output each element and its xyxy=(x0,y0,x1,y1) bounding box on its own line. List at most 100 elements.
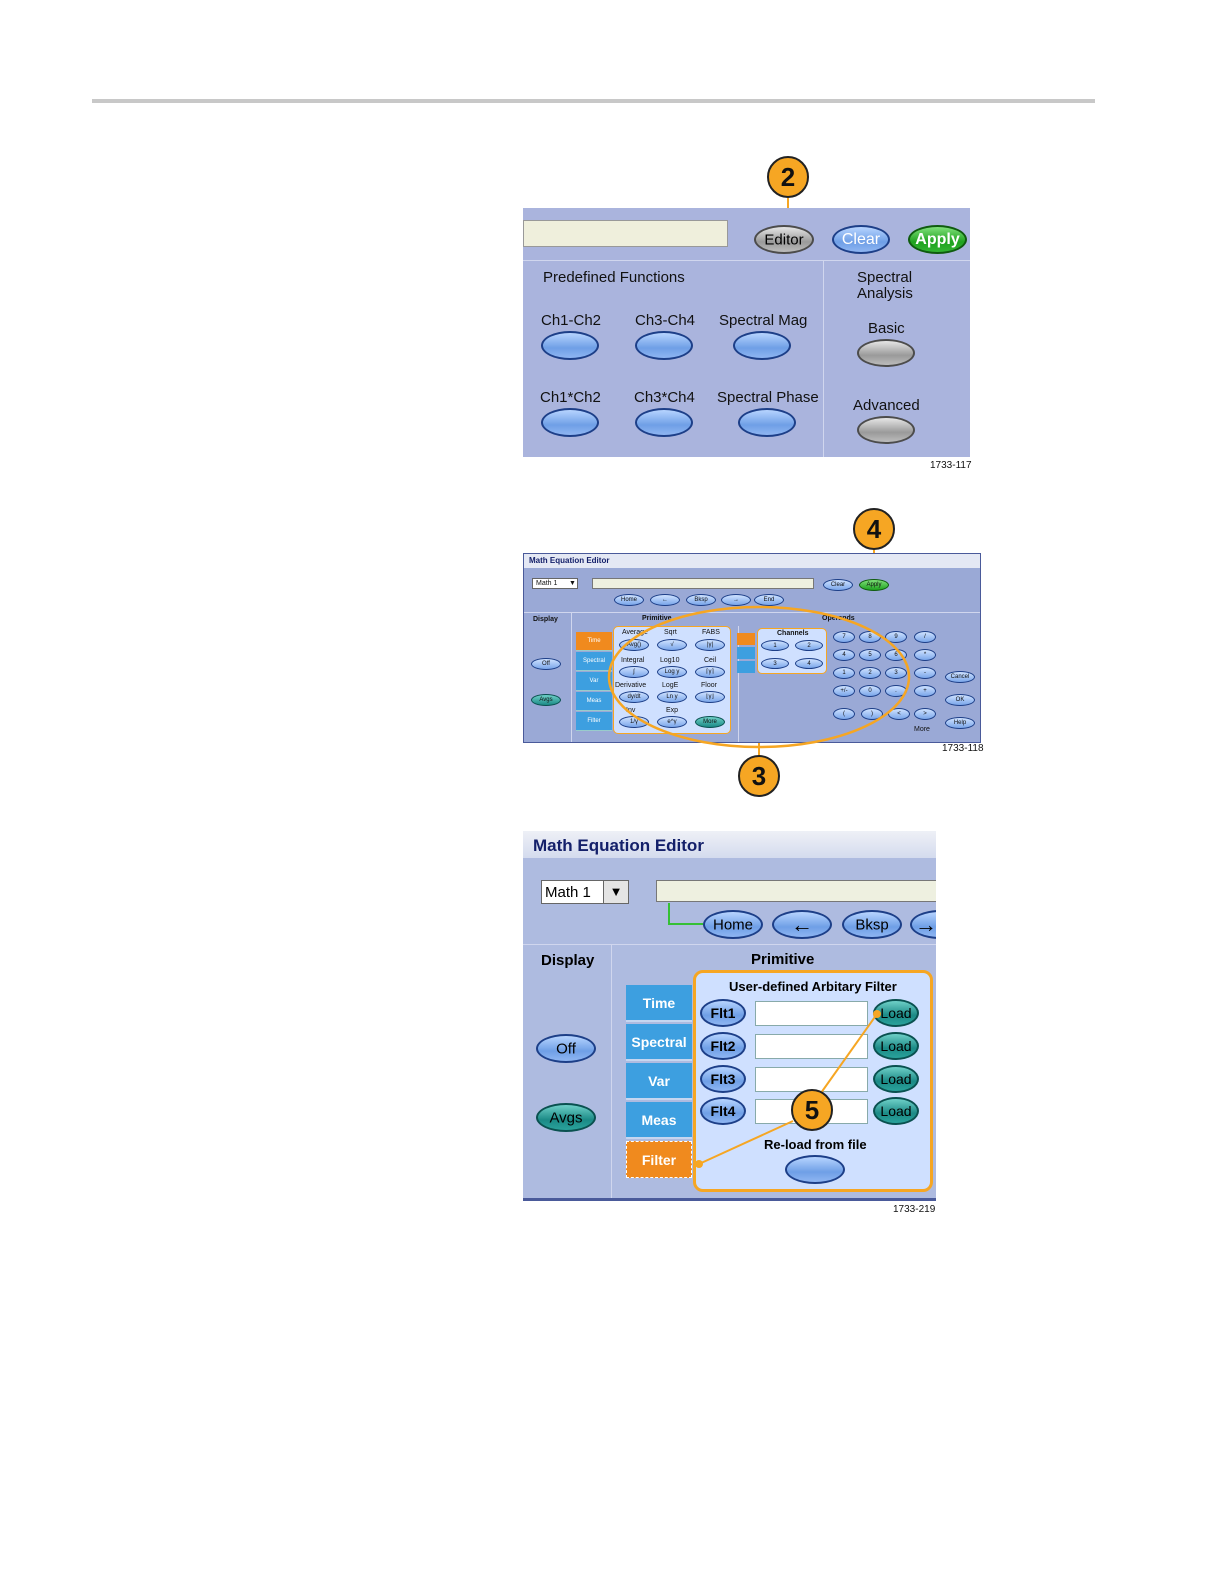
key-close-paren[interactable]: ) xyxy=(861,708,883,720)
bksp-button[interactable]: Bksp xyxy=(842,910,902,939)
key-3[interactable]: 3 xyxy=(885,667,907,679)
func-label-log10: Log10 xyxy=(660,657,680,664)
tab-meas[interactable]: Meas xyxy=(576,692,612,711)
math-select[interactable]: Math 1 ▼ xyxy=(541,880,629,904)
tab-spectral[interactable]: Spectral xyxy=(626,1024,692,1061)
tab-var[interactable]: Var xyxy=(576,672,612,691)
tab-time[interactable]: Time xyxy=(626,985,692,1022)
clear-button[interactable]: Clear xyxy=(823,579,853,591)
channel-3-button[interactable]: 3 xyxy=(761,658,789,669)
tab-filter[interactable]: Filter xyxy=(576,712,612,731)
reload-label: Re-load from file xyxy=(764,1137,867,1152)
more-button[interactable]: More xyxy=(695,716,725,728)
avgs-button[interactable]: Avgs xyxy=(536,1103,596,1132)
ch1-minus-ch2-button[interactable] xyxy=(541,331,599,360)
right-arrow-button[interactable]: → xyxy=(910,910,936,939)
fabs-button[interactable]: |γ| xyxy=(695,639,725,651)
key-plus[interactable]: + xyxy=(914,685,936,697)
key-2[interactable]: 2 xyxy=(859,667,881,679)
operand-tab-ref[interactable] xyxy=(737,661,755,673)
exp-button[interactable]: e^γ xyxy=(657,716,687,728)
flt3-button[interactable]: Flt3 xyxy=(700,1065,746,1093)
editor-button[interactable]: Editor xyxy=(754,225,814,254)
key-4[interactable]: 4 xyxy=(833,649,855,661)
apply-button[interactable]: Apply xyxy=(859,579,889,591)
ch3-minus-ch4-button[interactable] xyxy=(635,331,693,360)
avgs-button[interactable]: Avgs xyxy=(531,694,561,706)
flt3-path-field[interactable] xyxy=(755,1067,868,1092)
key-1[interactable]: 1 xyxy=(833,667,855,679)
integral-button[interactable]: ∫ xyxy=(619,666,649,678)
reload-from-file-button[interactable] xyxy=(785,1155,845,1184)
left-arrow-button[interactable]: ← xyxy=(772,910,832,939)
key-9[interactable]: 9 xyxy=(885,631,907,643)
bksp-button[interactable]: Bksp xyxy=(686,594,716,606)
help-button[interactable]: Help xyxy=(945,717,975,729)
load-flt2-button[interactable]: Load xyxy=(873,1032,919,1060)
loge-button[interactable]: Ln y xyxy=(657,691,687,703)
key-open-paren[interactable]: ( xyxy=(833,708,855,720)
key-greater-than[interactable]: > xyxy=(914,708,936,720)
flt1-button[interactable]: Flt1 xyxy=(700,999,746,1027)
clear-button[interactable]: Clear xyxy=(832,225,890,254)
home-button[interactable]: Home xyxy=(703,910,763,939)
derivative-button[interactable]: dy/dt xyxy=(619,691,649,703)
right-arrow-button[interactable]: → xyxy=(721,594,751,606)
math-select[interactable]: Math 1 ▼ xyxy=(532,578,578,589)
flt4-button[interactable]: Flt4 xyxy=(700,1097,746,1125)
floor-button[interactable]: ⌊γ⌋ xyxy=(695,691,725,703)
operand-tab-ch[interactable] xyxy=(737,633,755,645)
keypad-more-label[interactable]: More xyxy=(914,726,930,733)
key-7[interactable]: 7 xyxy=(833,631,855,643)
chevron-down-icon[interactable]: ▼ xyxy=(603,881,628,903)
channel-1-button[interactable]: 1 xyxy=(761,640,789,651)
tab-time[interactable]: Time xyxy=(576,632,612,651)
func-label-inv: Inv xyxy=(626,707,636,714)
basic-button[interactable] xyxy=(857,339,915,367)
key-multiply[interactable]: * xyxy=(914,649,936,661)
tab-spectral[interactable]: Spectral xyxy=(576,652,612,671)
advanced-button[interactable] xyxy=(857,416,915,444)
tab-filter[interactable]: Filter xyxy=(626,1141,692,1178)
off-button[interactable]: Off xyxy=(531,658,561,670)
key-0[interactable]: 0 xyxy=(859,685,881,697)
flt1-path-field[interactable] xyxy=(755,1001,868,1026)
equation-field[interactable] xyxy=(523,220,728,247)
spectral-mag-button[interactable] xyxy=(733,331,791,360)
load-flt3-button[interactable]: Load xyxy=(873,1065,919,1093)
ok-button[interactable]: OK xyxy=(945,694,975,706)
divider xyxy=(571,612,572,742)
left-arrow-button[interactable]: ← xyxy=(650,594,680,606)
load-flt4-button[interactable]: Load xyxy=(873,1097,919,1125)
func-label-average: Average xyxy=(622,629,648,636)
channels-label: Channels xyxy=(777,630,809,637)
tab-meas[interactable]: Meas xyxy=(626,1102,692,1139)
ceil-button[interactable]: ⌈γ⌉ xyxy=(695,666,725,678)
operand-tab-math[interactable] xyxy=(737,647,755,659)
tab-var[interactable]: Var xyxy=(626,1063,692,1100)
callout-5-leaders xyxy=(695,1010,881,1168)
apply-button[interactable]: Apply xyxy=(908,225,967,254)
spectral-phase-button[interactable] xyxy=(738,408,796,437)
equation-field[interactable] xyxy=(592,578,814,589)
callout-3: 3 xyxy=(738,755,780,797)
key-less-than[interactable]: < xyxy=(888,708,910,720)
ch1-times-ch2-button[interactable] xyxy=(541,408,599,437)
key-5[interactable]: 5 xyxy=(859,649,881,661)
end-button[interactable]: End xyxy=(754,594,784,606)
channel-4-button[interactable]: 4 xyxy=(795,658,823,669)
cancel-button[interactable]: Cancel xyxy=(945,671,975,683)
home-button[interactable]: Home xyxy=(614,594,644,606)
key-plus-minus[interactable]: +/- xyxy=(833,685,855,697)
math-equation-editor-filter: Math Equation Editor Math 1 ▼ Home ← Bks… xyxy=(523,831,936,1201)
off-button[interactable]: Off xyxy=(536,1034,596,1063)
display-label: Display xyxy=(541,952,595,969)
log10-button[interactable]: Log y xyxy=(657,666,687,678)
equation-field[interactable] xyxy=(656,880,936,902)
channel-2-button[interactable]: 2 xyxy=(795,640,823,651)
key-divide[interactable]: / xyxy=(914,631,936,643)
key-minus[interactable]: - xyxy=(914,667,936,679)
ch3-times-ch4-button[interactable] xyxy=(635,408,693,437)
flt2-button[interactable]: Flt2 xyxy=(700,1032,746,1060)
sqrt-button[interactable]: √ xyxy=(657,639,687,651)
